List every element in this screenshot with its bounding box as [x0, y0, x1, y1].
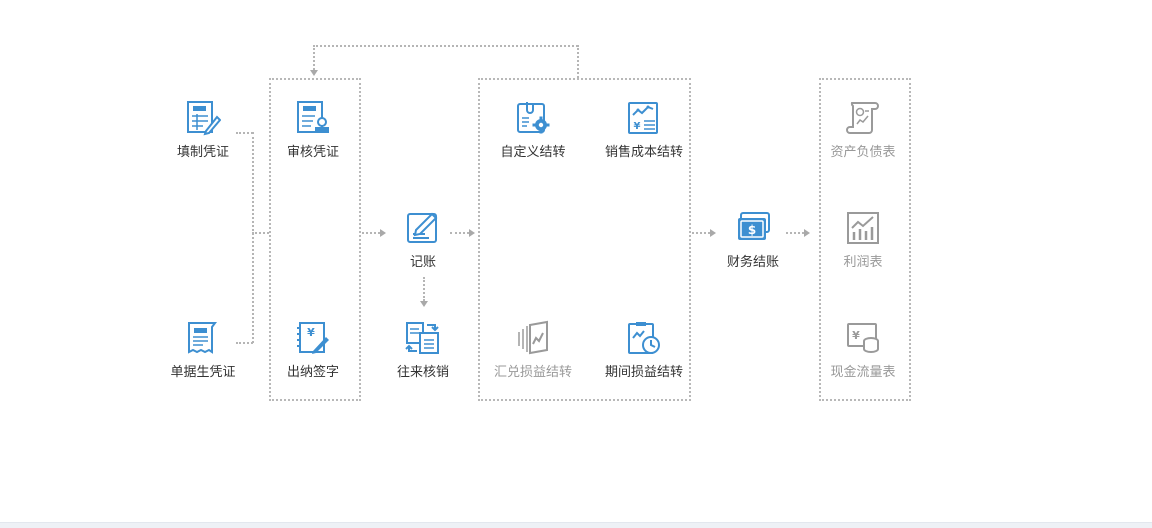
node-label: 记账: [409, 254, 436, 269]
node-label: 汇兑损益结转: [493, 364, 572, 379]
svg-text:$: $: [748, 223, 756, 237]
custom-carry-gear-icon: [515, 100, 551, 136]
svg-text:¥: ¥: [634, 121, 641, 132]
exchange-gain-loss-icon: [515, 320, 551, 356]
node-label: 现金流量表: [830, 364, 896, 379]
node-review-voucher[interactable]: 审核凭证: [258, 100, 368, 160]
node-label: 财务结账: [726, 254, 779, 269]
money-closing-icon: $: [735, 210, 771, 246]
income-chart-icon: [845, 210, 881, 246]
voucher-review-icon: [295, 100, 331, 136]
node-label: 利润表: [843, 254, 883, 269]
reports-group-box: [819, 78, 911, 401]
arrow-to-carry-group: [469, 229, 475, 237]
node-fx-carry: 汇兑损益结转: [478, 320, 588, 380]
node-fill-voucher[interactable]: 填制凭证: [148, 100, 258, 160]
node-label: 审核凭证: [286, 144, 339, 159]
node-cashflow: ¥ 现金流量表: [808, 320, 918, 380]
arrow-to-closing: [710, 229, 716, 237]
cashflow-coins-icon: ¥: [845, 320, 881, 356]
sales-cost-chart-icon: ¥: [626, 100, 662, 136]
node-label: 填制凭证: [176, 144, 229, 159]
node-label: 出纳签字: [286, 364, 339, 379]
connector-to-review-group: [252, 232, 269, 234]
connector-loop-down: [313, 45, 315, 70]
connector-bill-out: [236, 342, 253, 344]
node-balance-sheet: 资产负债表: [808, 100, 918, 160]
arrow-loop-to-review: [310, 70, 318, 76]
node-label: 销售成本结转: [604, 144, 683, 159]
connector-bookkeeping-to-reconcile: [423, 277, 425, 301]
svg-text:¥: ¥: [852, 329, 860, 342]
connector-loop-up: [577, 45, 579, 78]
svg-text:¥: ¥: [307, 326, 315, 339]
review-group-box: [269, 78, 361, 401]
node-cashier-sign[interactable]: ¥ 出纳签字: [258, 320, 368, 380]
node-label: 期间损益结转: [604, 364, 683, 379]
connector-left-bracket: [252, 132, 254, 343]
node-bill-voucher[interactable]: 单据生凭证: [148, 320, 258, 380]
node-sales-cost-carry[interactable]: ¥ 销售成本结转: [589, 100, 699, 160]
node-label: 单据生凭证: [170, 364, 236, 379]
arrow-to-reconcile: [420, 301, 428, 307]
node-custom-carry[interactable]: 自定义结转: [478, 100, 588, 160]
bill-voucher-icon: [185, 320, 221, 356]
connector-carry-to-closing: [692, 232, 710, 234]
connector-loop-top: [313, 45, 578, 47]
connector-bookkeeping-to-carry: [450, 232, 469, 234]
node-bookkeeping[interactable]: 记账: [368, 210, 478, 270]
period-clock-icon: [626, 320, 662, 356]
cashier-sign-icon: ¥: [295, 320, 331, 356]
arrow-to-bookkeeping: [380, 229, 386, 237]
node-income-statement: 利润表: [808, 210, 918, 270]
reconcile-icon: [405, 320, 441, 356]
node-closing[interactable]: $ 财务结账: [698, 210, 808, 270]
arrow-to-reports: [804, 229, 810, 237]
connector-fill-out: [236, 132, 253, 134]
carry-forward-group-box: [478, 78, 691, 401]
bookkeeping-icon: [405, 210, 441, 246]
voucher-edit-icon: [185, 100, 222, 136]
node-label: 自定义结转: [500, 144, 566, 159]
node-reconcile[interactable]: 往来核销: [368, 320, 478, 380]
connector-review-to-bookkeeping: [362, 232, 380, 234]
balance-sheet-scroll-icon: [845, 100, 881, 136]
node-label: 资产负债表: [830, 144, 896, 159]
connector-closing-to-reports: [786, 232, 804, 234]
node-label: 往来核销: [396, 364, 449, 379]
bottom-status-strip: [0, 522, 1152, 528]
node-period-carry[interactable]: 期间损益结转: [589, 320, 699, 380]
